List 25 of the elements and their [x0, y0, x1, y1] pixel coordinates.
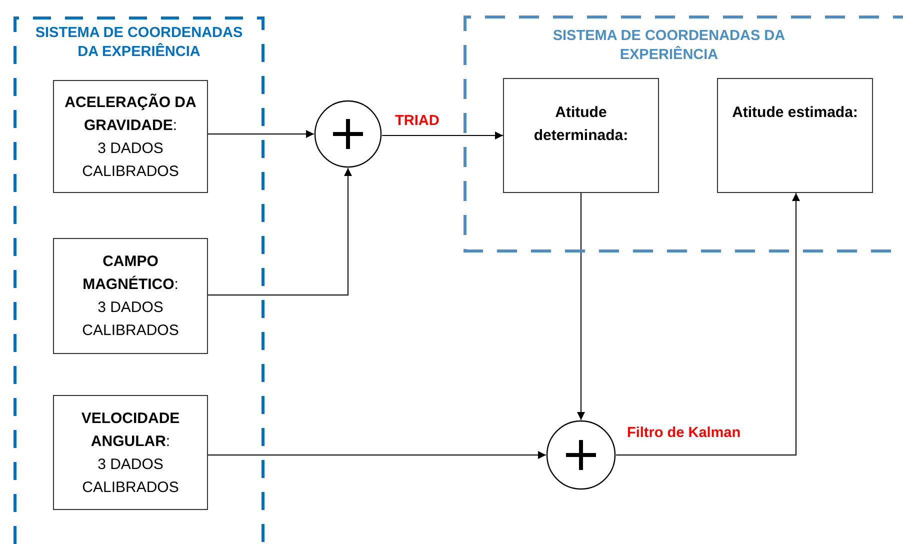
dashed-region: [464, 16, 903, 252]
box-text: 3 DADOS CALIBRADOS: [81, 298, 180, 341]
arrow: [382, 132, 504, 140]
box-text: 3 DADOS CALIBRADOS: [81, 454, 180, 498]
summing-junction: [314, 100, 382, 168]
box-text: VELOCIDADE ANGULAR:: [80, 408, 181, 452]
dashed-region: [14, 17, 264, 544]
region-title: SISTEMA DE COORDENADAS DA EXPERIÊNCIA: [552, 27, 786, 65]
box-text: Atitude estimada:: [731, 103, 859, 123]
process-box: [503, 78, 659, 193]
box-text: ACELERAÇÃO DA GRAVIDADE:: [64, 92, 198, 136]
process-box: [53, 80, 208, 193]
region-title: SISTEMA DE COORDENADAS DA EXPERIÊNCIA: [34, 24, 244, 62]
box-text: 3 DADOS CALIBRADOS: [81, 138, 180, 182]
box-text: CAMPO MAGNÉTICO:: [82, 252, 180, 295]
process-box: [717, 78, 873, 193]
arrow: [208, 451, 546, 459]
summing-junction: [546, 420, 616, 490]
box-text: Atitude determinada:: [532, 103, 630, 146]
process-box: [53, 238, 208, 354]
arrow: [208, 168, 352, 296]
arrow: [616, 192, 800, 456]
arrow: [208, 130, 314, 138]
arrow: [577, 192, 585, 420]
process-box: [53, 395, 208, 510]
